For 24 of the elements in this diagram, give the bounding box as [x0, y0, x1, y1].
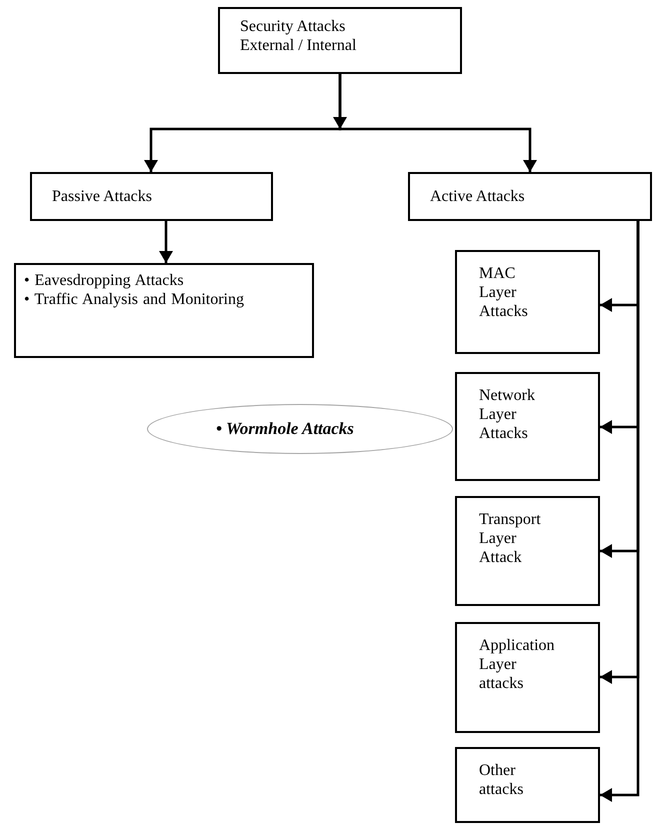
- process-box: [455, 747, 600, 823]
- arrow: [159, 221, 173, 263]
- process-box: [218, 7, 462, 74]
- box-label: Transport Layer Attack: [479, 510, 542, 567]
- box-label: Other attacks: [479, 761, 524, 799]
- process-box: [455, 250, 600, 354]
- box-label: Passive Attacks: [52, 187, 153, 206]
- bullet-ellipse: [147, 404, 453, 454]
- process-box: [455, 496, 600, 606]
- bullet-item: • Traffic Analysis and Monitoring: [24, 290, 245, 309]
- list-box: [14, 263, 314, 358]
- box-label: Network Layer Attacks: [479, 386, 536, 443]
- bullet-item: • Wormhole Attacks: [216, 419, 354, 439]
- box-label: Security Attacks External / Internal: [240, 17, 358, 55]
- process-box: [455, 372, 600, 481]
- process-box: [408, 172, 652, 221]
- process-box: [30, 172, 273, 221]
- arrow: [600, 221, 640, 802]
- process-box: [455, 622, 600, 733]
- bullet-item: • Eavesdropping Attacks: [24, 271, 185, 290]
- box-label: Application Layer attacks: [479, 636, 555, 693]
- box-label: Active Attacks: [430, 187, 526, 206]
- arrow: [338, 74, 537, 172]
- box-label: MAC Layer Attacks: [479, 264, 529, 321]
